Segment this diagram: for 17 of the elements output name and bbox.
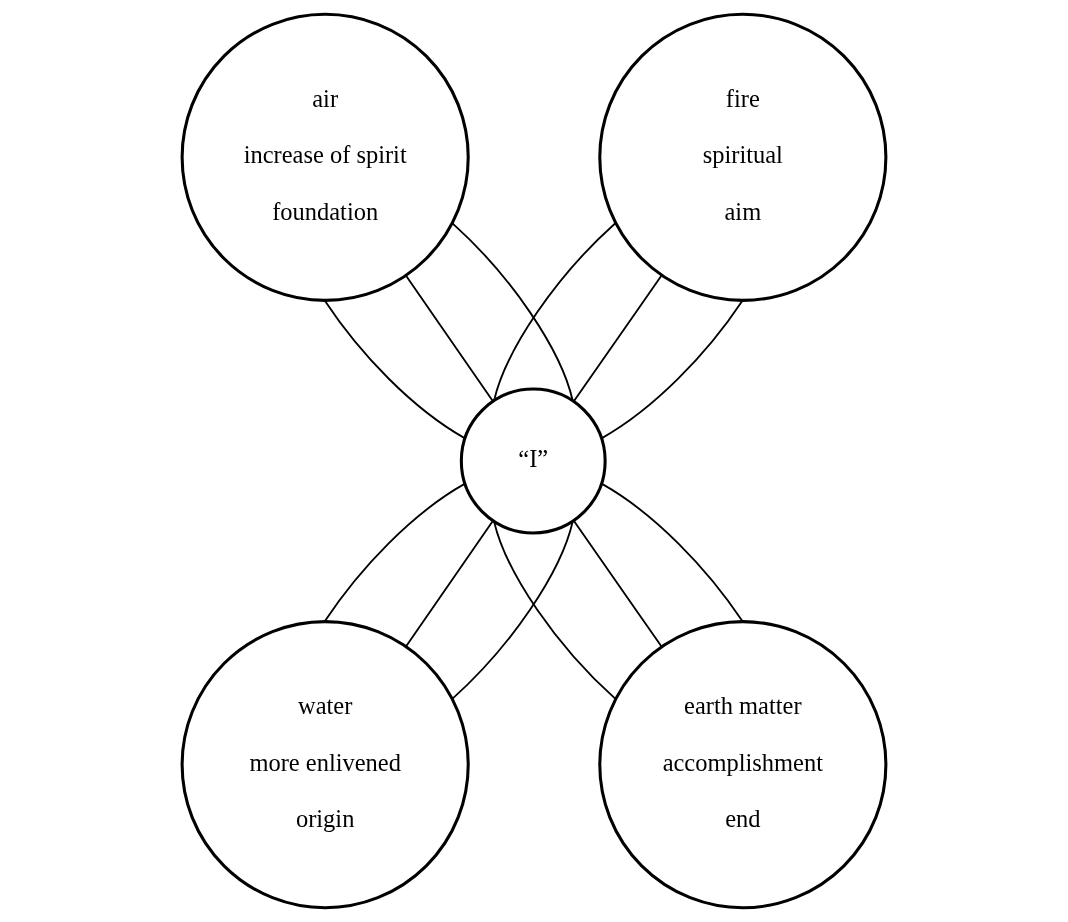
connector bbox=[600, 299, 744, 440]
connector bbox=[493, 222, 617, 402]
connector bbox=[493, 521, 617, 700]
connector bbox=[600, 482, 744, 623]
node-circle: fire spiritual aim bbox=[598, 12, 888, 302]
connector bbox=[323, 482, 466, 623]
connector bbox=[451, 222, 574, 402]
node-circle: “I” bbox=[459, 387, 607, 535]
node-circle: air increase of spirit foundation bbox=[180, 12, 470, 302]
connector bbox=[572, 519, 663, 648]
connector bbox=[323, 299, 466, 440]
connector bbox=[405, 520, 494, 648]
node-circle: earth matter accomplishment end bbox=[598, 620, 888, 910]
connector bbox=[451, 520, 574, 700]
node-circle: water more enlivened origin bbox=[180, 620, 470, 910]
connector bbox=[405, 274, 494, 403]
connector bbox=[572, 274, 663, 403]
